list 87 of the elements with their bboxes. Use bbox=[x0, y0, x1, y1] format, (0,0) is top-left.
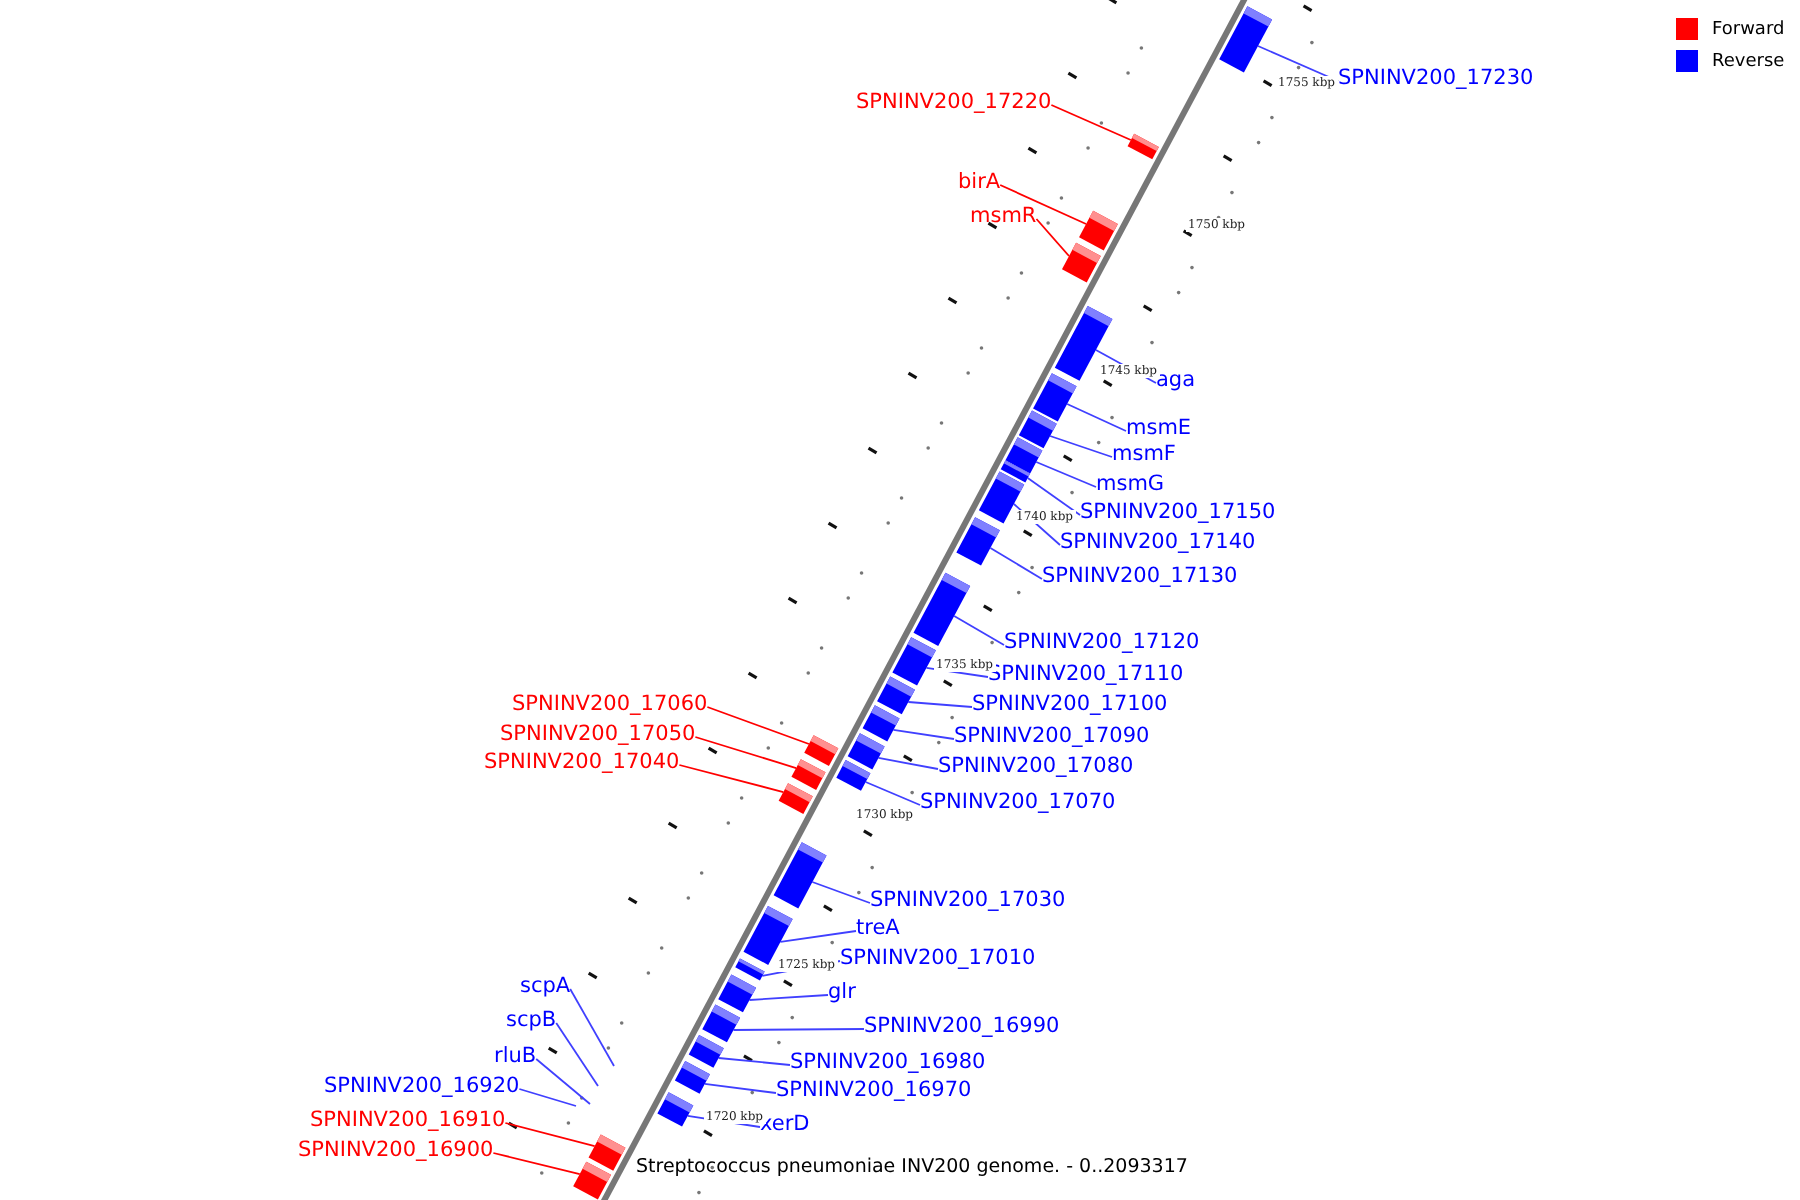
gene-label: SPNINV200_17150 bbox=[1080, 500, 1276, 526]
gene-label: xerD bbox=[760, 1112, 810, 1138]
gene-block bbox=[1062, 242, 1101, 283]
gene-label: rluB bbox=[494, 1044, 537, 1070]
leader-line bbox=[694, 736, 798, 769]
gene-label: msmE bbox=[1126, 416, 1192, 442]
gene-block bbox=[836, 760, 871, 791]
gene-label: SPNINV200_17060 bbox=[512, 692, 708, 718]
leader-line bbox=[703, 1083, 777, 1094]
leader-line bbox=[535, 1058, 591, 1105]
gene-label: scpB bbox=[506, 1008, 557, 1034]
leader-line bbox=[518, 1088, 577, 1107]
gene-block bbox=[913, 572, 971, 646]
gene-label: SPNINV200_17070 bbox=[920, 790, 1116, 816]
leader-line bbox=[864, 781, 921, 806]
gene-label: scpA bbox=[520, 974, 571, 1000]
gene-block bbox=[657, 1092, 694, 1127]
gene-block bbox=[1079, 210, 1118, 251]
gene-block bbox=[877, 676, 915, 715]
gene-label: msmR bbox=[970, 204, 1037, 230]
legend-label: Reverse bbox=[1712, 51, 1785, 71]
leader-line bbox=[811, 881, 871, 904]
leader-line bbox=[989, 547, 1043, 580]
gene-label: SPNINV200_16920 bbox=[324, 1074, 520, 1100]
gene-block bbox=[956, 517, 1000, 566]
gene-label: SPNINV200_17120 bbox=[1004, 630, 1200, 656]
caption: Streptococcus pneumoniae INV200 genome. - 0..2093317 bbox=[636, 1156, 1188, 1178]
leader-line bbox=[706, 706, 810, 745]
gene-block bbox=[573, 1161, 611, 1200]
gene-block bbox=[588, 1134, 626, 1171]
leader-line bbox=[1050, 104, 1132, 141]
leader-line bbox=[779, 930, 857, 943]
gene-block bbox=[892, 637, 936, 686]
gene-block bbox=[773, 842, 827, 909]
leader-line bbox=[1035, 461, 1097, 488]
gene-label: msmG bbox=[1096, 472, 1165, 498]
gene-block bbox=[778, 783, 813, 814]
gene-block bbox=[791, 759, 826, 790]
gene-label: aga bbox=[1156, 368, 1196, 394]
leader-line bbox=[892, 729, 955, 740]
gene-label: SPNINV200_17010 bbox=[840, 946, 1036, 972]
leader-line bbox=[1026, 477, 1081, 516]
leader-line bbox=[569, 988, 615, 1067]
gene-label: SPNINV200_16910 bbox=[310, 1108, 506, 1134]
gene-label: SPNINV200_17080 bbox=[938, 754, 1134, 780]
gene-block bbox=[1033, 373, 1077, 422]
gene-label: SPNINV200_16900 bbox=[298, 1138, 494, 1164]
gene-label: SPNINV200_17230 bbox=[1338, 66, 1534, 92]
gene-label: treA bbox=[856, 916, 900, 942]
gene-block bbox=[1219, 6, 1273, 73]
leader-line bbox=[1049, 435, 1113, 458]
gene-label: SPNINV200_17220 bbox=[856, 90, 1052, 116]
leader-line bbox=[953, 615, 1005, 646]
leader-line bbox=[1035, 218, 1070, 257]
leader-line bbox=[748, 994, 829, 1001]
leader-line bbox=[678, 764, 785, 793]
leader-line bbox=[504, 1122, 596, 1147]
gene-label: SPNINV200_16980 bbox=[790, 1050, 986, 1076]
leader-line bbox=[492, 1152, 581, 1175]
gene-label: SPNINV200_17140 bbox=[1060, 530, 1256, 556]
leader-line bbox=[907, 701, 973, 708]
gene-label: SPNINV200_16970 bbox=[776, 1078, 972, 1104]
gene-label: birA bbox=[958, 170, 1001, 196]
leader-line bbox=[1066, 403, 1127, 432]
gene-block bbox=[735, 958, 765, 981]
gene-block bbox=[674, 1061, 710, 1094]
gene-block bbox=[804, 735, 839, 766]
leader-line bbox=[877, 757, 939, 770]
legend-label: Forward bbox=[1712, 19, 1785, 39]
gene-label: SPNINV200_17030 bbox=[870, 888, 1066, 914]
leader-line bbox=[732, 1028, 865, 1031]
gene-label: SPNINV200_17050 bbox=[500, 722, 696, 748]
gene-block bbox=[862, 705, 900, 742]
gene-label: msmF bbox=[1112, 442, 1176, 468]
gene-label: SPNINV200_17100 bbox=[972, 692, 1168, 718]
gene-label: SPNINV200_17130 bbox=[1042, 564, 1238, 590]
gene-label: glr bbox=[828, 980, 856, 1006]
leader-line bbox=[999, 184, 1087, 225]
gene-block bbox=[688, 1035, 724, 1068]
leader-line bbox=[717, 1057, 791, 1066]
gene-block bbox=[1127, 133, 1159, 160]
gene-label: SPNINV200_17090 bbox=[954, 724, 1150, 750]
gene-label: SPNINV200_16990 bbox=[864, 1014, 1060, 1040]
gene-label: SPNINV200_17040 bbox=[484, 750, 680, 776]
gene-block bbox=[847, 733, 885, 770]
leader-line bbox=[555, 1022, 599, 1087]
gene-block bbox=[702, 1004, 741, 1043]
